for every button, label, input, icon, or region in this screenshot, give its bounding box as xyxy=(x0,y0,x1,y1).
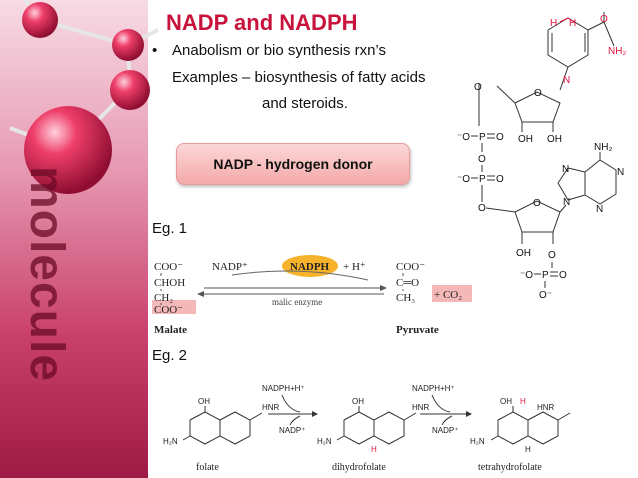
link-o-2: O xyxy=(478,203,486,214)
malate-coo-highlight xyxy=(152,300,196,314)
tetrahydrofolate-h-bottom: H xyxy=(525,445,531,454)
dihydrofolate-h: H xyxy=(371,445,377,454)
malate-label: Malate xyxy=(154,324,187,336)
tetrahydrofolate-h2n: H₂N xyxy=(470,437,485,446)
molecule-decoration-icon xyxy=(9,0,159,194)
ribose1-oh-1: OH xyxy=(518,134,533,145)
nic-amide-o: O xyxy=(600,14,608,25)
phos-bridge-o: O xyxy=(478,154,486,165)
dihydrofolate-label: dihydrofolate xyxy=(332,462,386,473)
cofactor-out-1: NADP⁺ xyxy=(279,426,305,435)
tetrahydrofolate-hnr: HNR xyxy=(537,403,555,412)
adenine-n3: N xyxy=(596,204,603,215)
link-o-1: O xyxy=(474,82,482,93)
malate-line-1: COO⁻ xyxy=(154,261,183,273)
folate-label: folate xyxy=(196,462,219,473)
phos1-o-double: O xyxy=(496,132,504,143)
example-1-label: Eg. 1 xyxy=(152,220,188,237)
slide-title: NADP and NADPH xyxy=(166,10,358,35)
phos2-p: P xyxy=(479,174,486,185)
dihydrofolate-h2n: H₂N xyxy=(317,437,332,446)
phos3-o-double: O xyxy=(559,270,567,281)
ribose1-o: O xyxy=(534,88,542,99)
nadph-product: NADPH xyxy=(290,261,330,273)
dihydrofolate-hnr: HNR xyxy=(412,403,430,412)
nic-ring-n: N xyxy=(563,75,570,86)
malate-line-2: CHOH xyxy=(154,277,185,289)
nadph-structure: H H O NH₂ N O O OH OH ⁻O P O xyxy=(457,12,626,301)
nadp-plus: NADP⁺ xyxy=(212,261,248,273)
folate-hnr: HNR xyxy=(262,403,280,412)
bullet-marker: • xyxy=(152,42,158,59)
phos2-o-double: O xyxy=(496,174,504,185)
bullet-line-2: Examples – biosynthesis of fatty acids xyxy=(172,69,426,86)
malate-line-3: CH₂ xyxy=(154,292,173,304)
bullet-line-1: Anabolism or bio synthesis rxn’s xyxy=(172,42,386,59)
dihydrofolate-oh: OH xyxy=(352,397,364,406)
phos3-ominus: ⁻O xyxy=(520,270,533,281)
adenine-nh2: NH₂ xyxy=(594,142,612,153)
adenine-n7: N xyxy=(562,164,569,175)
proton: + H⁺ xyxy=(343,261,366,273)
phos3-p: P xyxy=(542,270,549,281)
pyruvate-label: Pyruvate xyxy=(396,324,439,336)
pyruvate-line-2: C═O xyxy=(396,277,419,289)
malate-line-4: COO⁻ xyxy=(154,304,183,316)
ribose2-o: O xyxy=(533,198,541,209)
malic-enzyme-reaction: COO⁻ CHOH CH₂ COO⁻ Malate NADP⁺ NADPH + … xyxy=(152,255,472,336)
folate-reduction-reaction: NADPH+H⁺ NADP⁺ NADPH+H⁺ NADP⁺ OH HNR H₂N xyxy=(163,384,571,473)
enzyme-label: malic enzyme xyxy=(272,297,322,307)
tetrahydrofolate-label: tetrahydrofolate xyxy=(478,462,542,473)
hydrogen-donor-callout: NADP - hydrogen donor xyxy=(176,143,410,185)
co2-product: + CO₂ xyxy=(434,289,462,301)
pyruvate-line-1: COO⁻ xyxy=(396,261,425,273)
bullet-line-3: and steroids. xyxy=(262,95,348,112)
nic-h-1: H xyxy=(550,18,557,29)
ribose2-oh: OH xyxy=(516,248,531,259)
tetrahydrofolate-oh: OH xyxy=(500,397,512,406)
folate-h2n: H₂N xyxy=(163,437,178,446)
phos1-ominus: ⁻O xyxy=(457,132,470,143)
phos1-p: P xyxy=(479,132,486,143)
co2-highlight xyxy=(432,285,472,302)
adenine-n9: N xyxy=(563,197,570,208)
nic-h-2: H xyxy=(569,18,576,29)
phos2-ominus: ⁻O xyxy=(457,174,470,185)
ribose1-oh-2: OH xyxy=(547,134,562,145)
example-2-label: Eg. 2 xyxy=(152,347,188,364)
nic-amide-nh2: NH₂ xyxy=(608,46,626,57)
ribose2-o: O xyxy=(548,250,556,261)
tetrahydrofolate-h-top: H xyxy=(520,397,526,406)
pyruvate-line-3: CH₃ xyxy=(396,292,415,304)
adenine-n1: N xyxy=(617,167,624,178)
cofactor-out-2: NADP⁺ xyxy=(432,426,458,435)
phos3-ominus-bottom: O⁻ xyxy=(539,290,552,301)
cofactor-in-2: NADPH+H⁺ xyxy=(412,384,455,393)
cofactor-in-1: NADPH+H⁺ xyxy=(262,384,305,393)
molecule-side-panel: molecule xyxy=(0,0,159,478)
folate-oh: OH xyxy=(198,397,210,406)
reaction-curve xyxy=(231,270,369,281)
